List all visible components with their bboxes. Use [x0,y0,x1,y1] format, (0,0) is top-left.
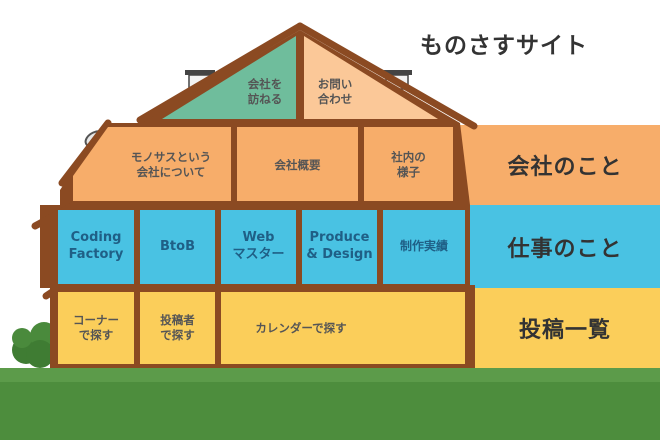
room-produce-bg[interactable] [302,210,377,284]
roof-eave-left [136,22,304,124]
room-btob-bg[interactable] [140,210,215,284]
room-webmaster-bg[interactable] [221,210,296,284]
band-posts[interactable]: 投稿一覧 [518,318,611,343]
nav-works[interactable]: 制作実績 [399,239,448,254]
ground-edge [0,368,660,382]
nav-about-monosasu[interactable]: モノサスという 会社について [130,150,212,179]
nav-web-master[interactable]: Web マスター [232,230,285,262]
ground-eave-left [42,284,62,300]
band-work-bg [455,205,660,288]
room-works-bg[interactable] [383,210,465,284]
room-visit-bg[interactable] [162,36,296,119]
nav-produce-design[interactable]: Produce & Design [306,230,373,262]
nav-contact[interactable]: お問い 合わせ [317,77,353,106]
nav-search-by-calendar[interactable]: カレンダーで探す [255,320,347,335]
nav-office-life[interactable]: 社内の 様子 [391,150,426,179]
room-calendar-bg[interactable] [221,292,465,364]
room-contact-bg[interactable] [304,36,438,119]
nav-coding-factory[interactable]: Coding Factory [68,230,124,262]
band-company[interactable]: 会社のこと [507,155,623,180]
room-overview-bg[interactable] [237,127,358,201]
room-monosasu-bg[interactable] [73,127,231,201]
nav-search-by-corner[interactable]: コーナー で探す [73,313,119,342]
nav-btob[interactable]: BtoB [160,238,195,254]
band-posts-bg [470,288,660,368]
nav-visit-company[interactable]: 会社を 訪ねる [247,77,283,106]
room-corner-bg[interactable] [58,292,134,364]
room-coding-bg[interactable] [58,210,134,284]
site-title: ものさすサイト [420,33,588,59]
chimney-right [382,70,412,75]
chimney-left [185,70,215,75]
nav-company-overview[interactable]: 会社概要 [274,157,321,172]
room-office-bg[interactable] [364,127,453,201]
nav-search-by-author[interactable]: 投稿者 で探す [160,313,195,342]
room-author-bg[interactable] [140,292,215,364]
band-company-bg [450,125,660,205]
middle-eave-left [31,201,78,230]
band-work[interactable]: 仕事のこと [507,236,623,262]
roof-eave-right [296,22,478,130]
upper-eave-left [58,119,112,187]
